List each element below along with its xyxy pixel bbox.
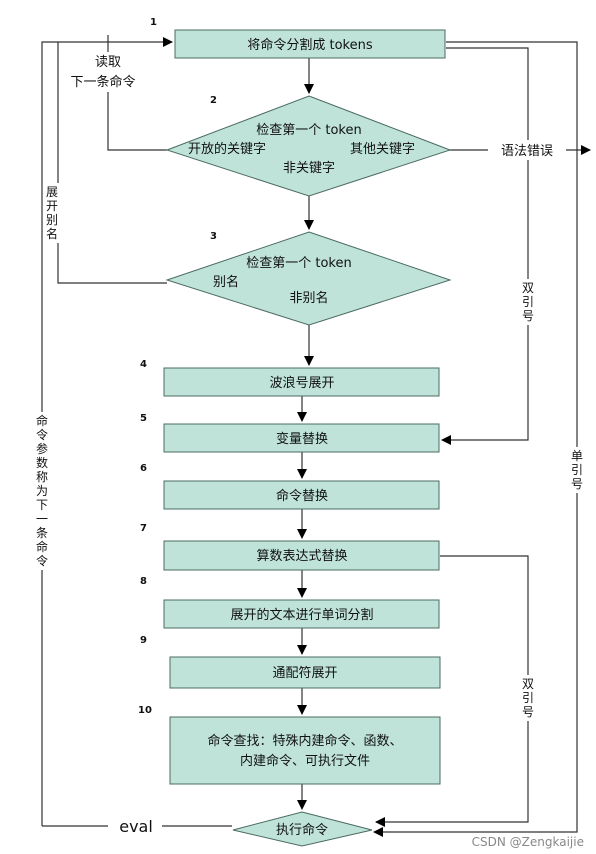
v-sq-text: 单引号 [571, 449, 583, 491]
label-double-quote-1: 双引号 [520, 279, 536, 325]
text-tokenize: 将命令分割成 tokens [247, 37, 372, 53]
line-single-quote [373, 41, 578, 837]
v-dq1-text: 双引号 [522, 281, 534, 323]
text-split: 展开的文本进行单词分割 [230, 607, 373, 623]
step-number-2: 2 [210, 95, 217, 106]
diamond-execute [232, 811, 373, 847]
text-tilde: 波浪号展开 [269, 376, 334, 391]
v-args-text: 命令参数称为下一条命令 [36, 413, 48, 568]
text-check1-bottom: 非关键字 [283, 161, 335, 176]
box-word-split [163, 599, 440, 629]
step-number-4: 4 [140, 359, 147, 370]
label-read-next-2: 下一条命令 [70, 74, 135, 90]
label-read-next-1: 读取 [95, 55, 121, 70]
label-bg-syntax-error [488, 140, 566, 160]
v-expand-alias-text: 展开别名 [46, 185, 58, 241]
text-exec: 执行命令 [276, 822, 328, 838]
box-variable-substitution [163, 423, 440, 453]
step-number-9: 9 [140, 635, 147, 646]
box-arith-substitution [163, 540, 440, 571]
label-eval: eval [119, 817, 153, 836]
box-command-substitution [163, 480, 440, 510]
box-command-lookup [169, 716, 441, 785]
diamond-check-keyword [165, 95, 452, 197]
step-number-5: 5 [140, 413, 147, 424]
line-loop-to-tokenize [41, 37, 173, 826]
box-tokenize [174, 29, 446, 59]
text-check1-right: 其他关键字 [350, 142, 415, 157]
label-args-as-next: 命令参数称为下一条命令 [34, 412, 50, 570]
text-check2-left: 别名 [213, 274, 239, 290]
text-check1-title: 检查第一个 token [256, 123, 362, 138]
text-lookup-line1: 命令查找：特殊内建命令、函数、 [207, 733, 402, 749]
text-check2-bottom: 非别名 [289, 290, 328, 306]
text-lookup-line2: 内建命令、可执行文件 [240, 753, 370, 769]
label-bg-read-next [60, 52, 142, 92]
box-glob-expansion [169, 656, 441, 689]
text-command-sub: 命令替换 [276, 488, 328, 504]
line-alias-expand [57, 42, 167, 284]
text-arith: 算数表达式替换 [256, 549, 347, 564]
box-tilde-expansion [163, 367, 440, 397]
watermark: CSDN @Zengkaijie [472, 835, 584, 849]
step-number-10: 10 [138, 705, 152, 716]
label-double-quote-2: 双引号 [520, 675, 536, 721]
label-bg-eval [110, 814, 162, 836]
step-number-3: 3 [210, 231, 217, 242]
step-number-8: 8 [140, 576, 147, 587]
text-check1-left: 开放的关键字 [188, 141, 266, 157]
diamond-check-alias [165, 231, 452, 326]
step-number-7: 7 [140, 523, 147, 534]
label-single-quote: 单引号 [569, 447, 585, 493]
line-double-quote-1 [441, 47, 529, 445]
v-dq2-text: 双引号 [522, 677, 534, 719]
step-number-1: 1 [150, 17, 157, 28]
label-syntax-error: 语法错误 [501, 144, 553, 159]
text-variable: 变量替换 [276, 431, 328, 447]
text-check2-title: 检查第一个 token [246, 256, 352, 271]
text-glob: 通配符展开 [272, 665, 337, 681]
step-number-6: 6 [140, 463, 147, 474]
label-expand-alias: 展开别名 [44, 183, 60, 243]
